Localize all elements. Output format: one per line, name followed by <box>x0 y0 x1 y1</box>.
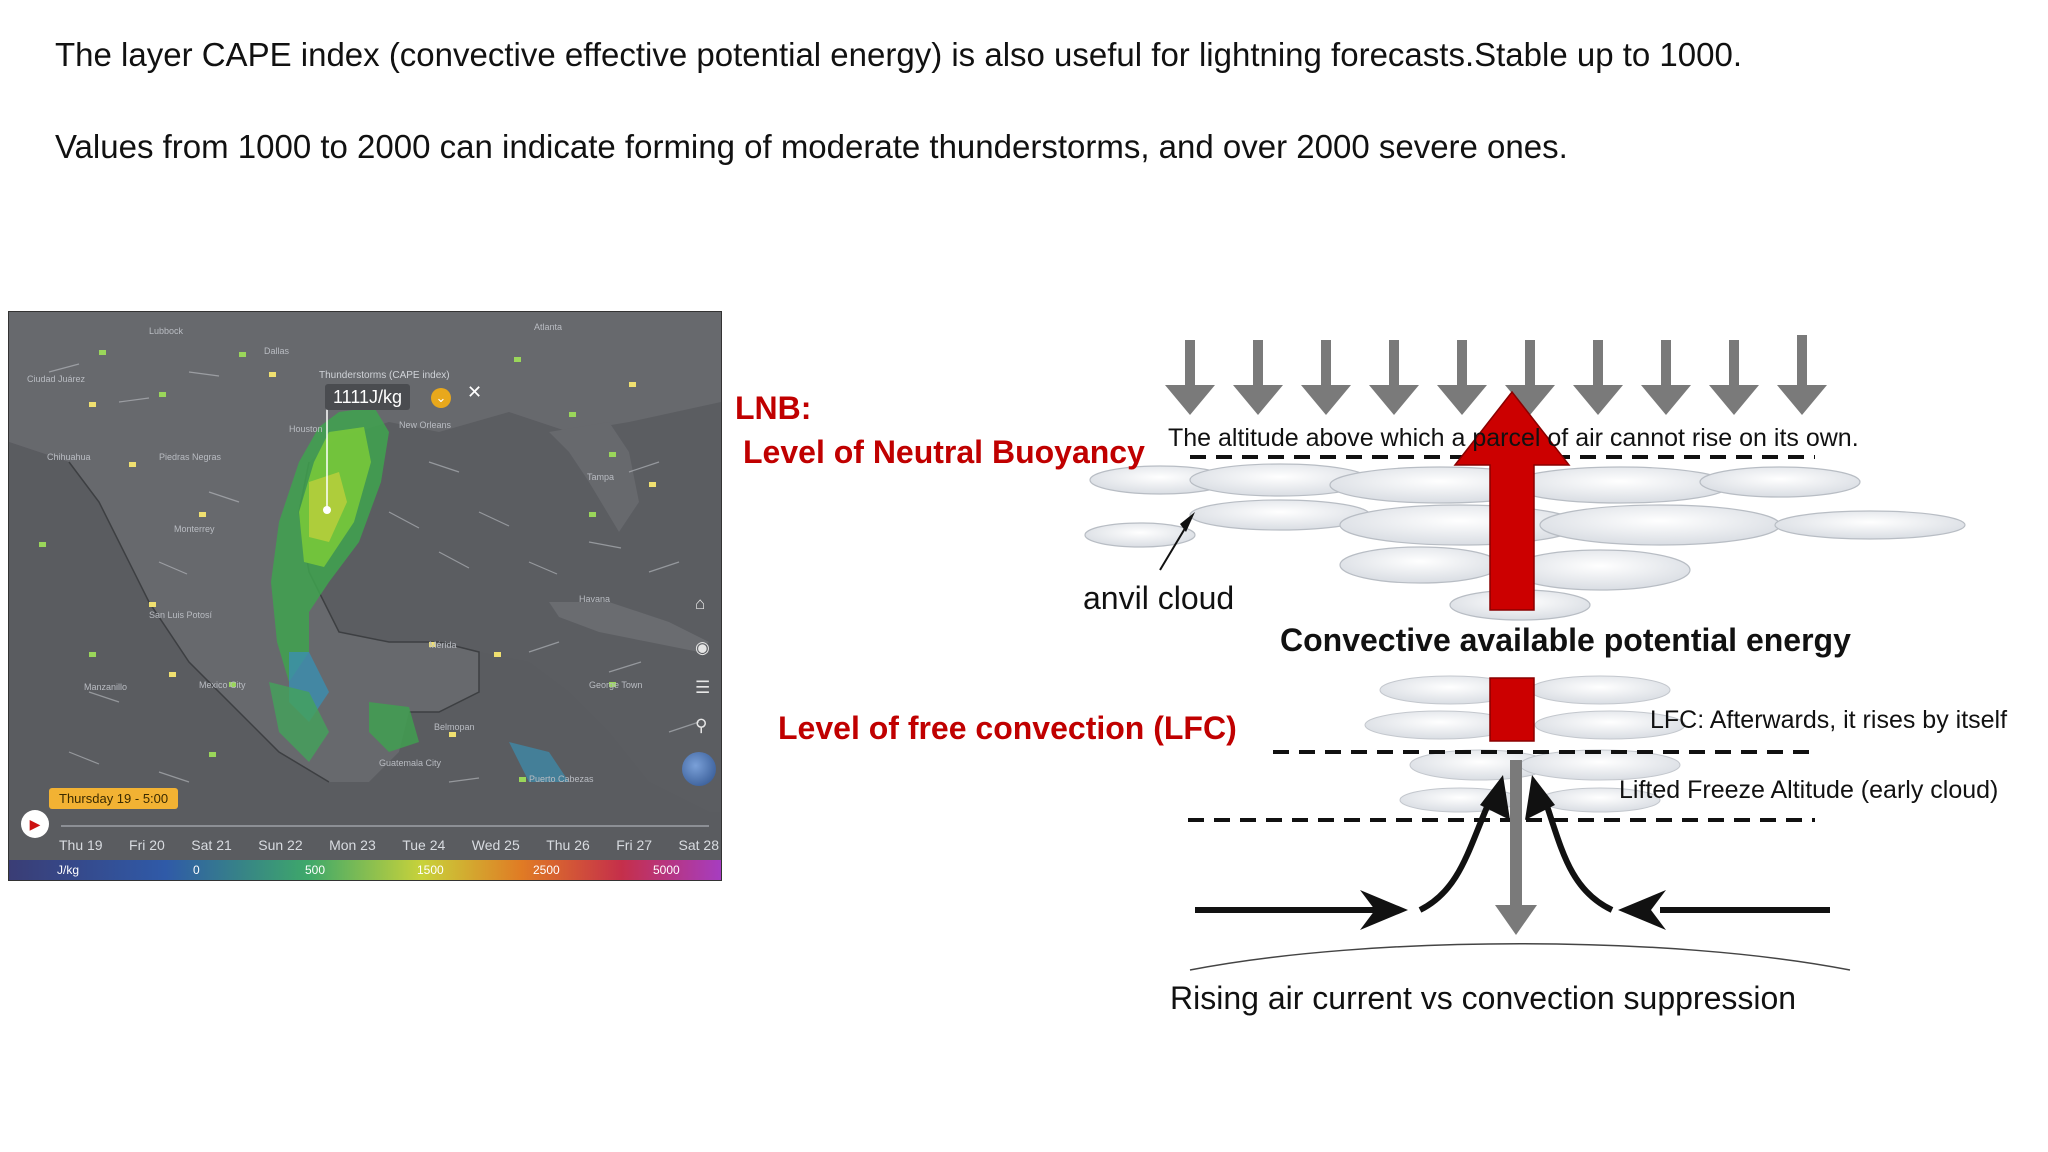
timeline-day[interactable]: Thu 19 <box>59 837 103 853</box>
avatar[interactable] <box>682 752 716 786</box>
cape-map-screenshot: Thunderstorms (CAPE index) 1111J/kg ⌄ ✕ … <box>8 311 722 881</box>
timeline-day[interactable]: Tue 24 <box>402 837 446 853</box>
place-label: Lubbock <box>149 326 184 336</box>
place-label: Atlanta <box>534 322 563 332</box>
place-label: Mexico City <box>199 680 246 690</box>
legend-tick: 5000 <box>653 863 680 877</box>
timeline-day[interactable]: Wed 25 <box>471 837 520 853</box>
place-label: Houston <box>289 424 323 434</box>
intro-line-2: Values from 1000 to 2000 can indicate fo… <box>55 128 1568 165</box>
place-label: Tampa <box>587 472 615 482</box>
cape-arrow <box>1453 390 1571 742</box>
timeline-day[interactable]: Mon 23 <box>329 837 376 853</box>
timeline-day[interactable]: Sat 28 <box>678 837 719 853</box>
timeline-days: Thu 19 Fri 20 Sat 21 Sun 22 Mon 23 Tue 2… <box>59 837 719 853</box>
lfc-description: LFC: Afterwards, it rises by itself <box>1650 706 2008 734</box>
bottom-caption: Rising air current vs convection suppres… <box>1170 980 1797 1016</box>
place-label: George Town <box>589 680 643 690</box>
place-label: Havana <box>579 594 611 604</box>
freeze-description: Lifted Freeze Altitude (early cloud) <box>1619 776 1999 804</box>
lnb-description: The altitude above which a parcel of air… <box>1168 424 1859 452</box>
place-label: Chihuahua <box>47 452 91 462</box>
rising-air-arrows <box>1195 798 1830 913</box>
close-icon[interactable]: ✕ <box>467 382 483 402</box>
anvil-cloud-label: anvil cloud <box>1083 580 1235 616</box>
place-label: Monterrey <box>174 524 215 534</box>
place-label: Ciudad Juárez <box>27 374 86 384</box>
place-label: Puerto Cabezas <box>529 774 594 784</box>
legend-tick: 1500 <box>417 863 444 877</box>
central-arrow <box>1495 760 1537 935</box>
place-label: San Luis Potosí <box>149 610 213 620</box>
place-label: Piedras Negras <box>159 452 222 462</box>
lfc-label: Level of free convection (LFC) <box>778 710 1237 746</box>
play-button[interactable]: ▶ <box>21 810 49 838</box>
map-base <box>9 312 721 860</box>
cape-legend-bar <box>9 860 721 880</box>
home-icon[interactable]: ⌂ <box>695 594 706 613</box>
place-label: New Orleans <box>399 420 452 430</box>
lnb-full: Level of Neutral Buoyancy <box>743 434 1145 470</box>
legend-tick: 0 <box>193 863 200 877</box>
timeline-day[interactable]: Fri 27 <box>616 837 653 853</box>
place-label: Belmopan <box>434 722 475 732</box>
chevron-down-icon[interactable]: ⌄ <box>431 388 451 408</box>
ground-line <box>1189 943 1851 971</box>
date-tag: Thursday 19 - 5:00 <box>49 788 179 809</box>
menu-icon[interactable]: ☰ <box>695 678 711 697</box>
location-icon[interactable]: ◉ <box>695 638 710 657</box>
cape-label: Convective available potential energy <box>1280 622 1851 658</box>
timeline-day[interactable]: Sat 21 <box>191 837 232 853</box>
timeline-day[interactable]: Thu 26 <box>546 837 590 853</box>
cape-value-popup[interactable]: 1111J/kg <box>325 384 411 410</box>
timeline-slider[interactable] <box>61 825 709 827</box>
lnb-abbrev: LNB: <box>735 390 812 426</box>
downward-arrows <box>1165 335 1827 415</box>
popup-header: Thunderstorms (CAPE index) <box>319 370 450 381</box>
legend-tick: 2500 <box>533 863 560 877</box>
intro-line-1: The layer CAPE index (convective effecti… <box>55 36 1742 73</box>
place-label: Guatemala City <box>379 758 442 768</box>
convection-diagram: LNB: Level of Neutral Buoyancy The altit… <box>720 320 2048 1040</box>
place-label: Dallas <box>264 346 290 356</box>
diagram-graphics <box>1084 335 1966 971</box>
place-label: Manzanillo <box>84 682 128 692</box>
arrow-heads <box>1360 775 1666 930</box>
timeline-day[interactable]: Sun 22 <box>258 837 303 853</box>
legend-tick: 500 <box>305 863 326 877</box>
legend-unit: J/kg <box>57 863 80 877</box>
search-icon[interactable]: ⚲ <box>695 716 708 735</box>
place-label: Mérida <box>429 640 457 650</box>
timeline-day[interactable]: Fri 20 <box>129 837 165 853</box>
